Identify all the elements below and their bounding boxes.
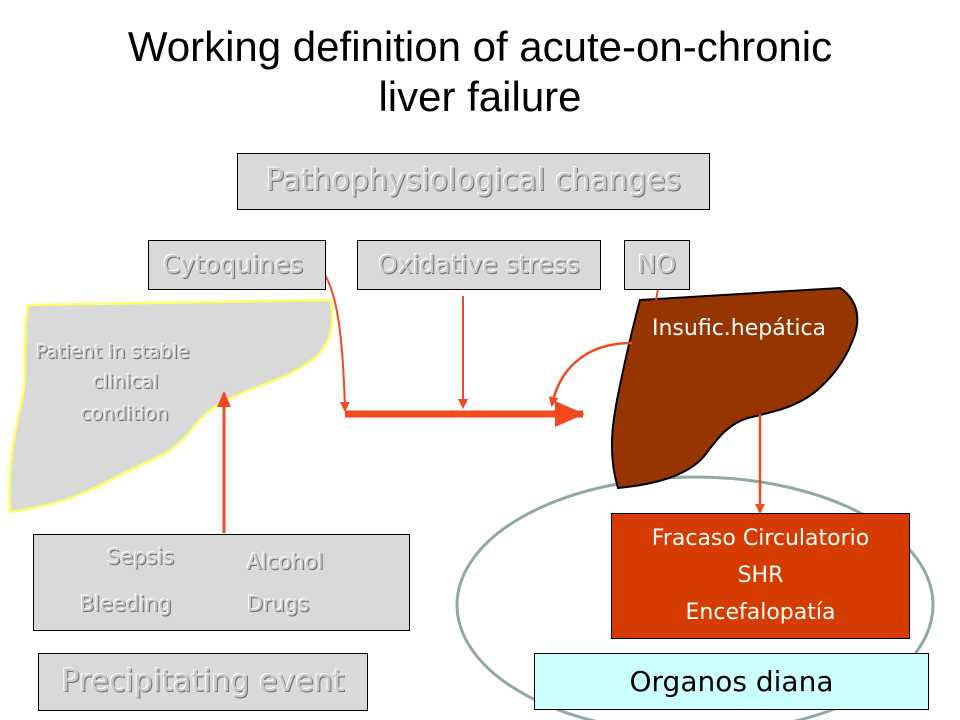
insufic-hepatica-label: Insufic.hepática (652, 316, 827, 341)
title-line-1: Working definition of acute-on-chronic (127, 23, 833, 70)
insufic-feedback-arrow (548, 341, 633, 407)
encefalopatia-label: Encefalopatía (685, 600, 836, 625)
organ-failure-box: Fracaso Circulatorio SHR Encefalopatía (611, 513, 910, 639)
no-connector-line (655, 288, 659, 301)
precipitating-factors-box: Sepsis Alcohol Bleeding Drugs (33, 534, 410, 631)
cytoquines-label: Cytoquines (163, 250, 304, 279)
stable-patient-line-1: Patient in stable (36, 341, 190, 363)
oxidative-stress-box: Oxidative stress (357, 240, 601, 290)
organos-diana-box: Organos diana (534, 653, 929, 710)
precipitating-event-box: Precipitating event (38, 653, 368, 711)
pathophysiological-changes-label: Pathophysiological changes (265, 163, 682, 198)
bleeding-label: Bleeding (80, 592, 172, 616)
stable-liver-shape (8, 298, 334, 514)
precipitating-event-label: Precipitating event (61, 664, 345, 699)
oxidative-stress-label: Oxidative stress (378, 250, 580, 279)
target-organs-ellipse (455, 475, 935, 720)
drugs-label: Drugs (247, 592, 310, 616)
pathophysiological-changes-box: Pathophysiological changes (237, 153, 710, 210)
organos-diana-label: Organos diana (629, 665, 834, 698)
no-box: NO (624, 240, 690, 290)
title-line-2: liver failure (378, 73, 582, 120)
stable-patient-line-2: clinical (93, 371, 159, 393)
stable-patient-line-3: condition (81, 403, 169, 425)
sepsis-label: Sepsis (107, 545, 175, 569)
slide-title: Working definition of acute-on-chronic l… (0, 22, 960, 122)
shr-label: SHR (737, 563, 784, 588)
failed-liver-shape (610, 286, 859, 490)
no-label: NO (637, 250, 677, 279)
fracaso-circulatorio-label: Fracaso Circulatorio (651, 526, 870, 551)
alcohol-label: Alcohol (247, 550, 324, 574)
cytoquines-box: Cytoquines (148, 240, 326, 290)
